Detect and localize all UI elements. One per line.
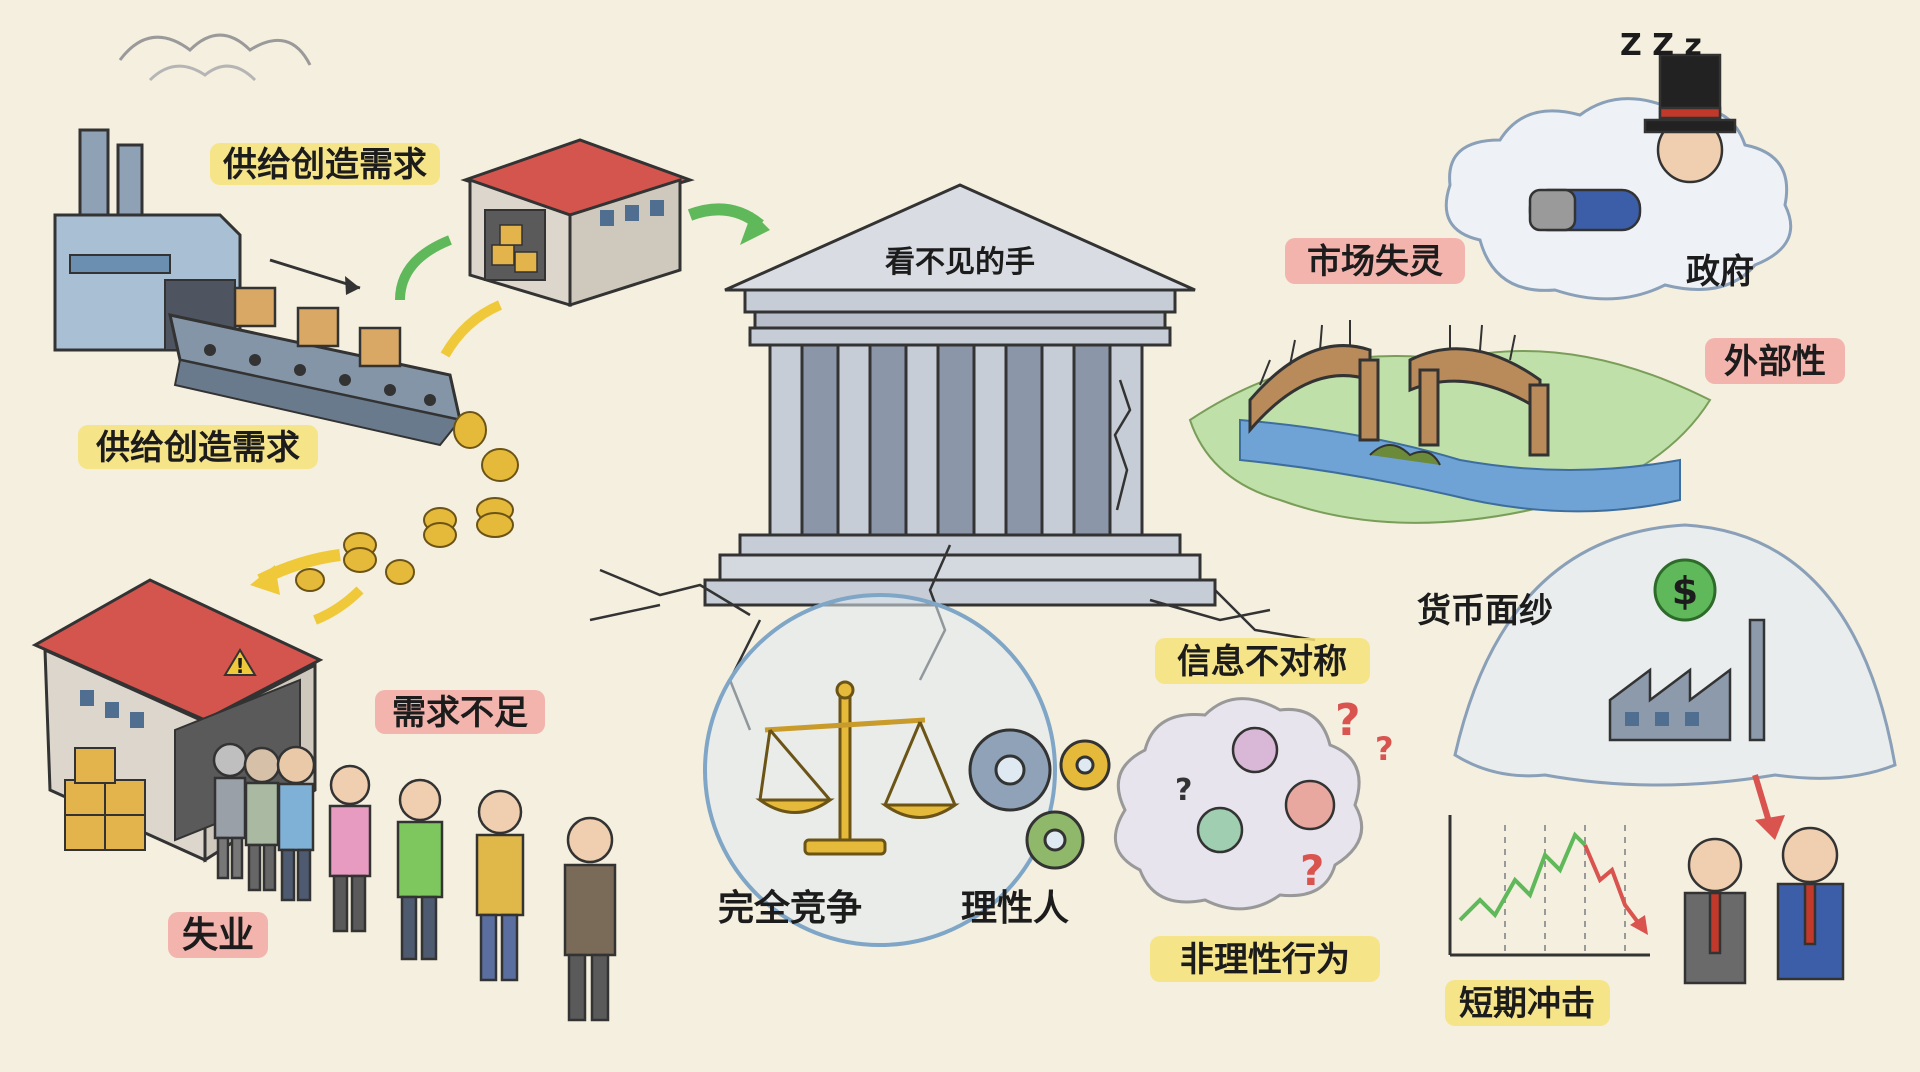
highlight-irrational-behavior <box>1150 936 1380 982</box>
person-6 <box>475 789 525 982</box>
sleep-zzz-icon: Z Z z <box>1620 28 1702 63</box>
irrational-behavior-cloud: ? ? ? ? <box>1113 695 1394 911</box>
highlight-short-term-shock <box>1445 980 1610 1026</box>
arrow-yellow-down <box>313 586 364 625</box>
highlight-unemployment <box>168 912 268 958</box>
label-short-term-shock: 短期冲击 <box>1459 984 1595 1024</box>
label-info-asymmetry: 信息不对称 <box>1177 642 1347 682</box>
highlight-demand-shortage <box>375 690 545 734</box>
person-3 <box>276 745 316 902</box>
person-1 <box>212 742 248 880</box>
svg-text:?: ? <box>1300 846 1324 895</box>
balance-scale <box>755 680 960 856</box>
coins-flow <box>295 411 519 592</box>
perfect-competition-bubble <box>703 593 1111 947</box>
highlight-supply-left <box>78 425 318 469</box>
svg-text:?: ? <box>1375 730 1394 768</box>
person-7 <box>563 816 617 1022</box>
gears-icon <box>968 728 1111 870</box>
warning-icon: ! <box>235 654 244 678</box>
label-rational-person: 理性人 <box>961 888 1069 929</box>
highlight-market-failure <box>1285 238 1465 284</box>
label-supply-creates-demand-left: 供给创造需求 <box>95 428 300 468</box>
label-government: 政府 <box>1686 252 1754 292</box>
warehouse-top-illustration <box>460 138 695 308</box>
arrow-red-down <box>1752 774 1773 826</box>
label-externality: 外部性 <box>1724 342 1826 382</box>
unemployed-people-queue <box>212 742 617 1022</box>
invisible-hand-temple <box>589 183 1316 731</box>
highlight-externality <box>1705 338 1845 384</box>
panicked-businessmen <box>1683 826 1845 985</box>
label-demand-shortage: 需求不足 <box>392 693 528 733</box>
label-unemployment: 失业 <box>182 915 254 956</box>
highlight-info-asymmetry <box>1155 638 1370 684</box>
government-sleeping-cloud <box>1444 53 1793 301</box>
arrow-yellow-up <box>440 300 503 358</box>
factory-illustration <box>53 33 462 447</box>
money-veil-dome <box>1453 523 1897 787</box>
label-market-failure: 市场失灵 <box>1307 242 1443 282</box>
dollar-icon: $ <box>1672 569 1698 613</box>
short-term-shock-chart <box>1448 815 1650 957</box>
svg-text:?: ? <box>1175 773 1192 808</box>
label-perfect-competition: 完全竞争 <box>718 887 862 929</box>
label-supply-creates-demand-top: 供给创造需求 <box>222 145 427 185</box>
label-money-veil: 货币面纱 <box>1417 591 1553 631</box>
arrow-green-up <box>395 235 452 301</box>
svg-text:?: ? <box>1335 695 1361 746</box>
broken-bridge-river <box>1188 320 1712 524</box>
highlight-supply-top <box>210 143 440 185</box>
person-5 <box>396 778 444 961</box>
person-4 <box>328 764 372 933</box>
label-invisible-hand: 看不见的手 <box>885 245 1035 280</box>
label-irrational-behavior: 非理性行为 <box>1180 940 1350 980</box>
